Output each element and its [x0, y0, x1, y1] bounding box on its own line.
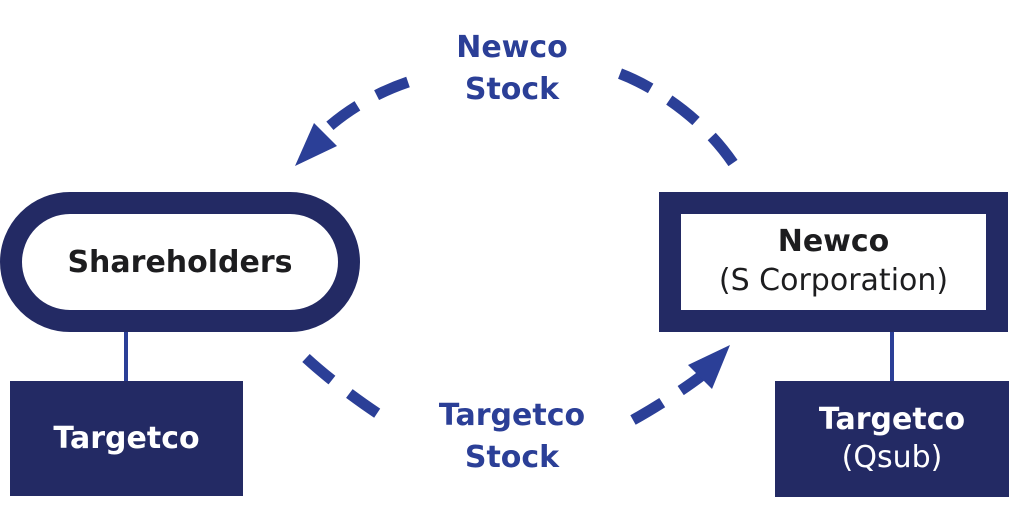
shareholders-label: Shareholders	[67, 244, 293, 280]
targetco-left-label: Targetco	[53, 421, 200, 456]
targetco-stock-line2: Stock	[464, 440, 560, 475]
arrowhead-right-icon	[688, 345, 730, 389]
targetco-qsub-subtitle: (Qsub)	[841, 440, 943, 475]
targetco-qsub-title: Targetco	[818, 402, 966, 437]
arrowhead-left-icon	[295, 123, 337, 166]
newco-title: Newco	[777, 224, 890, 259]
targetco-stock-label: Targetco Stock	[402, 395, 622, 479]
newco-stock-line1: Newco	[456, 30, 568, 65]
targetco-node-left: Targetco	[10, 381, 243, 496]
newco-subtitle: (S Corporation)	[718, 263, 949, 298]
newco-stock-line2: Stock	[464, 72, 560, 107]
shareholders-node: Shareholders	[0, 192, 360, 332]
targetco-qsub-node: Targetco (Qsub)	[775, 381, 1009, 497]
newco-node: Newco (S Corporation)	[659, 192, 1008, 332]
newco-stock-label: Newco Stock	[412, 27, 612, 111]
newco-stock-flow-arrow	[316, 62, 738, 167]
targetco-stock-line1: Targetco	[438, 398, 586, 433]
